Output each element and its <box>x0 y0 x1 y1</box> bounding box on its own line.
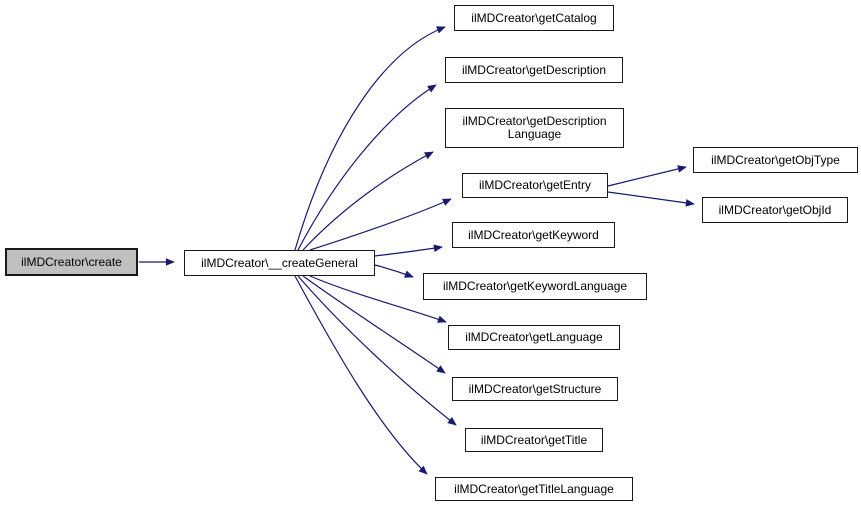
node-getObjType-label: ilMDCreator\getObjType <box>711 152 840 167</box>
node-getKeyword-label: ilMDCreator\getKeyword <box>468 227 599 242</box>
edge-createGeneral-to-getTitleLanguage <box>294 275 428 475</box>
node-getCatalog-label: ilMDCreator\getCatalog <box>471 10 597 25</box>
edge-createGeneral-to-getEntry <box>309 198 452 251</box>
node-getKeywordLanguage[interactable]: ilMDCreator\getKeywordLanguage <box>423 273 647 300</box>
edge-getEntry-to-getObjId <box>607 191 695 207</box>
node-getDescriptionLanguage-line2: Language <box>507 127 562 141</box>
node-getEntry[interactable]: ilMDCreator\getEntry <box>462 173 608 198</box>
node-getLanguage-label: ilMDCreator\getLanguage <box>465 330 603 344</box>
node-getKeyword[interactable]: ilMDCreator\getKeyword <box>452 222 615 248</box>
node-getKeywordLanguage-label: ilMDCreator\getKeywordLanguage <box>442 279 628 293</box>
node-getStructure[interactable]: ilMDCreator\getStructure <box>452 377 618 401</box>
edge-createGeneral-to-getDescription <box>297 84 437 251</box>
node-getDescriptionLanguage-line1: ilMDCreator\getDescription <box>462 114 607 128</box>
node-getCatalog[interactable]: ilMDCreator\getCatalog <box>454 5 614 31</box>
node-create[interactable]: ilMDCreator\create <box>5 248 138 276</box>
edge-createGeneral-to-getDescriptionLanguage <box>302 151 434 251</box>
node-getDescription-label: ilMDCreator\getDescription <box>461 62 607 77</box>
edge-createGeneral-to-getLanguage <box>309 275 447 323</box>
node-getLanguage[interactable]: ilMDCreator\getLanguage <box>448 325 620 350</box>
node-createGeneral-label: ilMDCreator\__createGeneral <box>201 255 358 270</box>
node-createGeneral[interactable]: ilMDCreator\__createGeneral <box>184 250 375 276</box>
node-getDescriptionLanguage[interactable]: ilMDCreator\getDescription Language <box>445 108 624 148</box>
node-getEntry-label: ilMDCreator\getEntry <box>478 178 592 192</box>
node-getDescription[interactable]: ilMDCreator\getDescription <box>445 57 623 83</box>
node-getObjId[interactable]: ilMDCreator\getObjId <box>702 197 848 223</box>
edge-createGeneral-to-getKeyword <box>374 244 443 257</box>
node-getTitleLanguage-label: ilMDCreator\getTitleLanguage <box>454 481 614 496</box>
edge-createGeneral-to-getTitle <box>297 275 457 426</box>
edge-createGeneral-to-getCatalog <box>294 26 446 251</box>
node-getStructure-label: ilMDCreator\getStructure <box>468 381 602 396</box>
edge-createGeneral-to-getKeywordLanguage <box>374 264 414 278</box>
node-getTitle-label: ilMDCreator\getTitle <box>480 432 588 447</box>
node-getObjType[interactable]: ilMDCreator\getObjType <box>693 147 858 173</box>
node-getTitleLanguage[interactable]: ilMDCreator\getTitleLanguage <box>435 477 633 501</box>
edge-getEntry-to-getObjType <box>607 165 687 187</box>
node-create-label: ilMDCreator\create <box>21 254 122 269</box>
node-getObjId-label: ilMDCreator\getObjId <box>718 202 832 217</box>
edge-createGeneral-to-getStructure <box>302 275 446 374</box>
node-getTitle[interactable]: ilMDCreator\getTitle <box>465 428 603 452</box>
